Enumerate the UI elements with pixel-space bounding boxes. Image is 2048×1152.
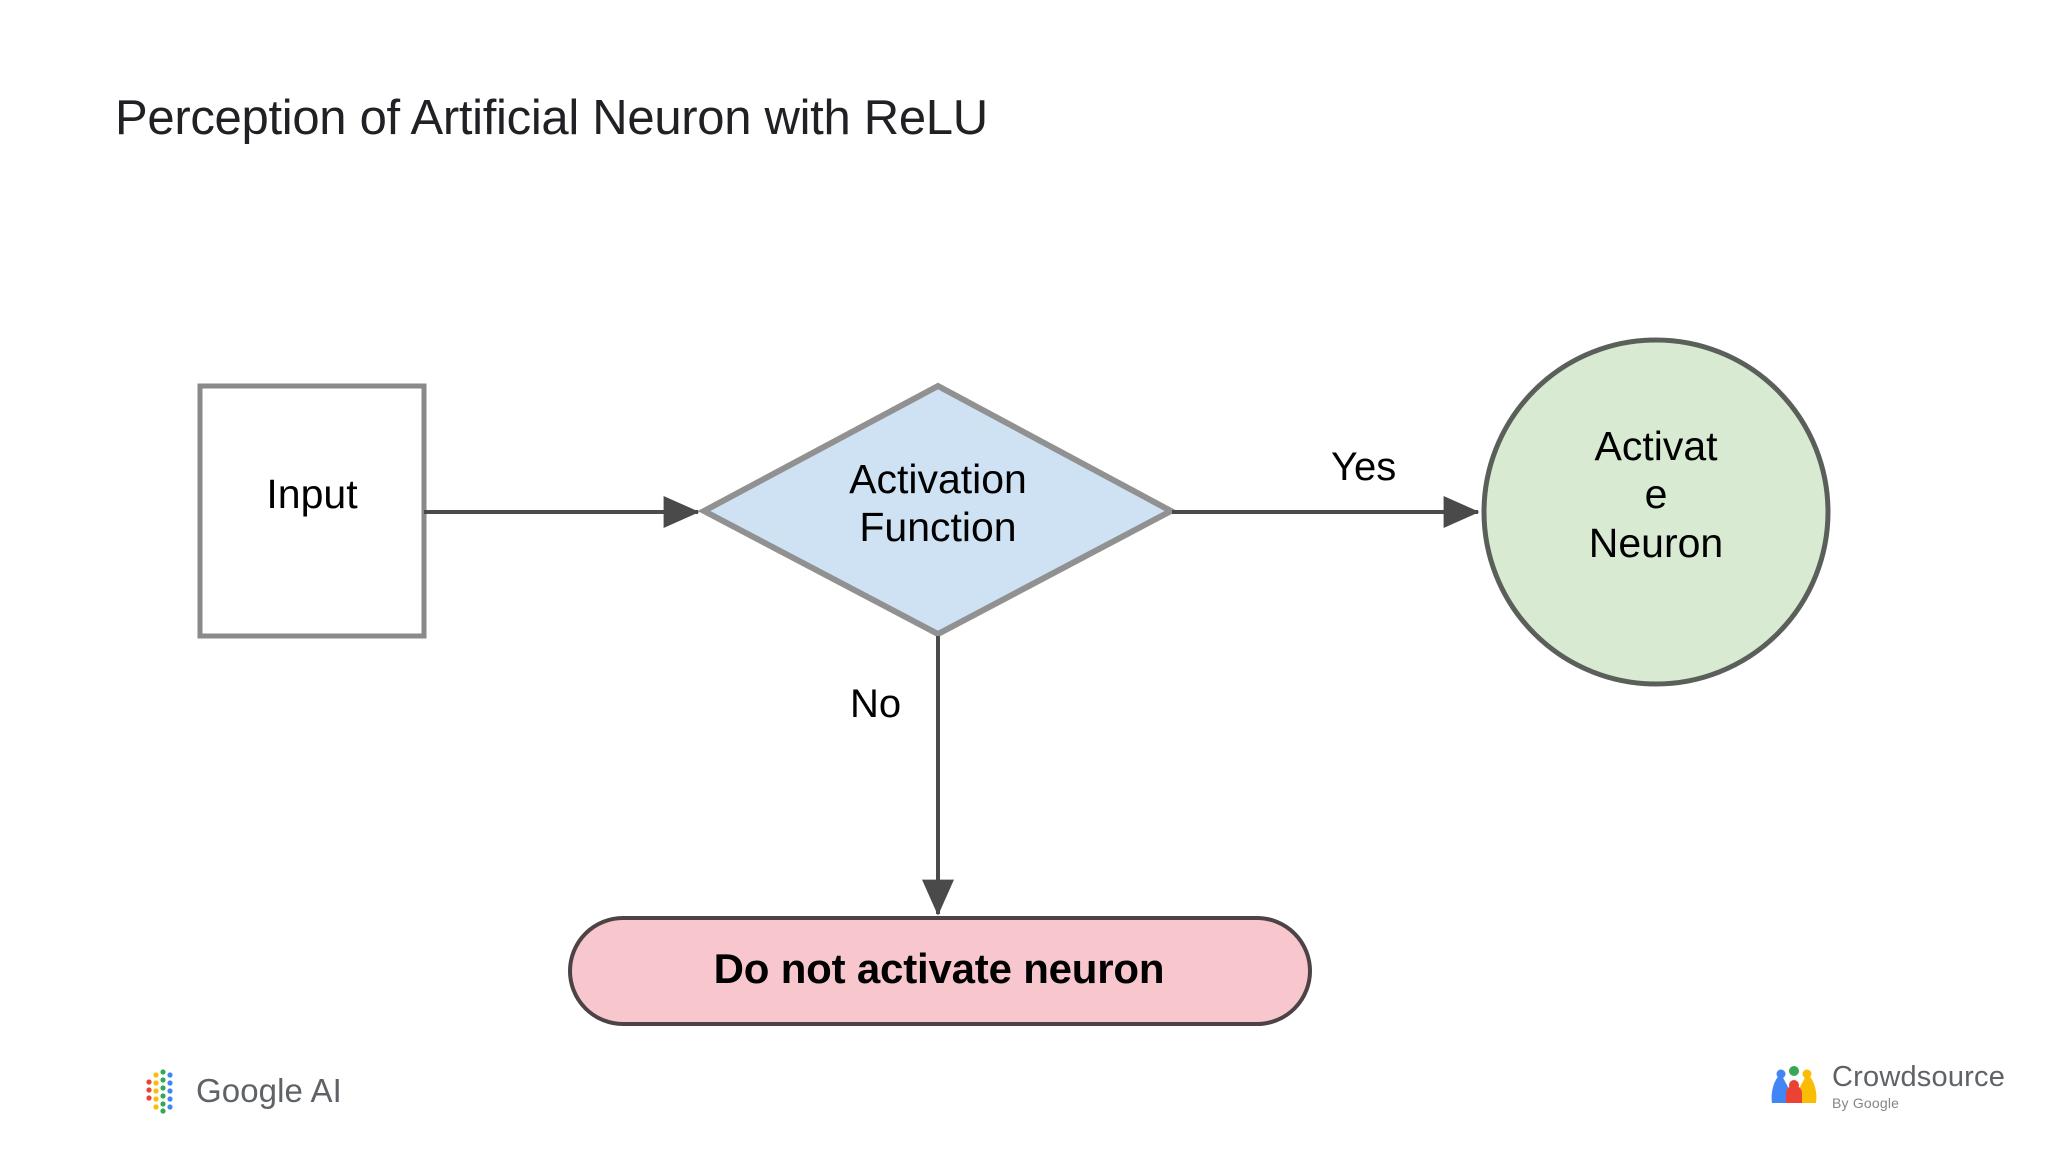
crowdsource-subtitle: By Google xyxy=(1832,1095,1900,1112)
crowdsource-text-block: Crowdsource By Google xyxy=(1832,1062,2005,1111)
edge-label-no: No xyxy=(850,682,902,726)
google-ai-logo: Google AI xyxy=(142,1068,342,1114)
google-ai-wordmark: Google AI xyxy=(196,1072,342,1109)
activate-neuron-node-shape[interactable] xyxy=(1481,337,1831,687)
crowdsource-person-icon xyxy=(1771,1065,1817,1103)
edge-label-yes: Yes xyxy=(1331,445,1397,489)
input-node-shape[interactable] xyxy=(197,383,427,639)
activation-function-node-shape[interactable] xyxy=(697,382,1178,638)
page-title: Perception of Artificial Neuron with ReL… xyxy=(115,91,988,145)
crowdsource-wordmark: Crowdsource xyxy=(1832,1061,2006,1093)
do-not-activate-node-shape[interactable] xyxy=(568,916,1312,1026)
google-ai-dots-hexagon-icon xyxy=(146,1069,173,1114)
crowdsource-logo: Crowdsource By Google xyxy=(1768,1062,2005,1111)
